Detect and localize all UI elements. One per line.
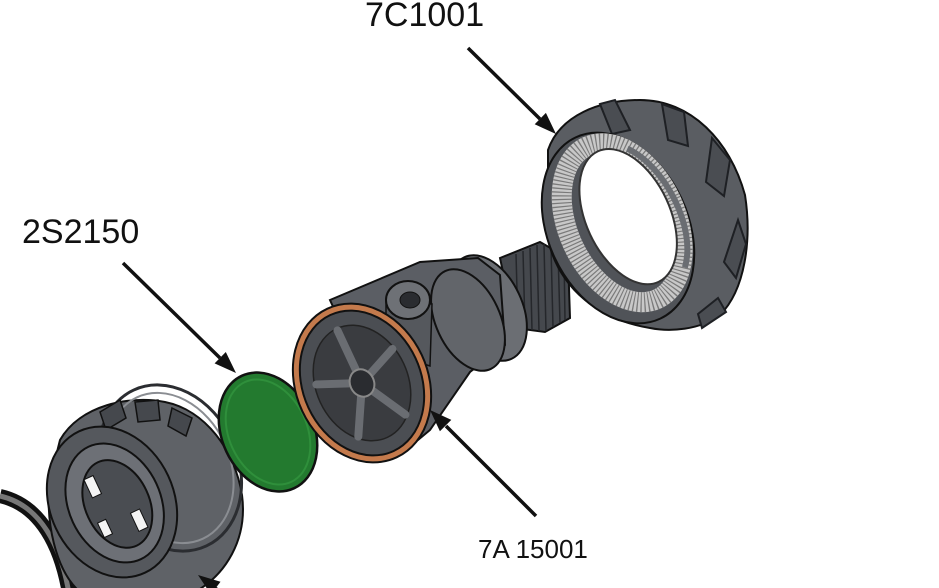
cartridge-boss-hole: [399, 291, 421, 309]
label-2s2150-group: 2S2150: [22, 213, 236, 373]
green-disc: [217, 371, 319, 493]
arrowhead-disc: [214, 352, 236, 373]
arrowhead-housing: [198, 575, 221, 588]
arrow-disc: [121, 261, 222, 360]
ring-nut-opening: [578, 148, 678, 286]
arrowhead-nut: [534, 112, 556, 134]
o-ring: [0, 489, 76, 588]
label-cartridge: 7A 15001: [478, 534, 588, 564]
ring-nut: [540, 98, 749, 331]
arrow-nut: [466, 46, 542, 121]
label-disc: 2S2150: [22, 213, 139, 251]
label-nut: 7C1001: [365, 0, 484, 34]
label-7c1001-group: 7C1001: [365, 0, 556, 134]
arrow-cartridge: [444, 424, 538, 518]
cartridge-hub: [348, 368, 376, 398]
cartridge: [291, 240, 572, 464]
arrowhead-cartridge: [430, 410, 452, 432]
arrow-housing-partial: [198, 575, 221, 588]
label-7a15001-group: 7A 15001: [430, 410, 588, 564]
